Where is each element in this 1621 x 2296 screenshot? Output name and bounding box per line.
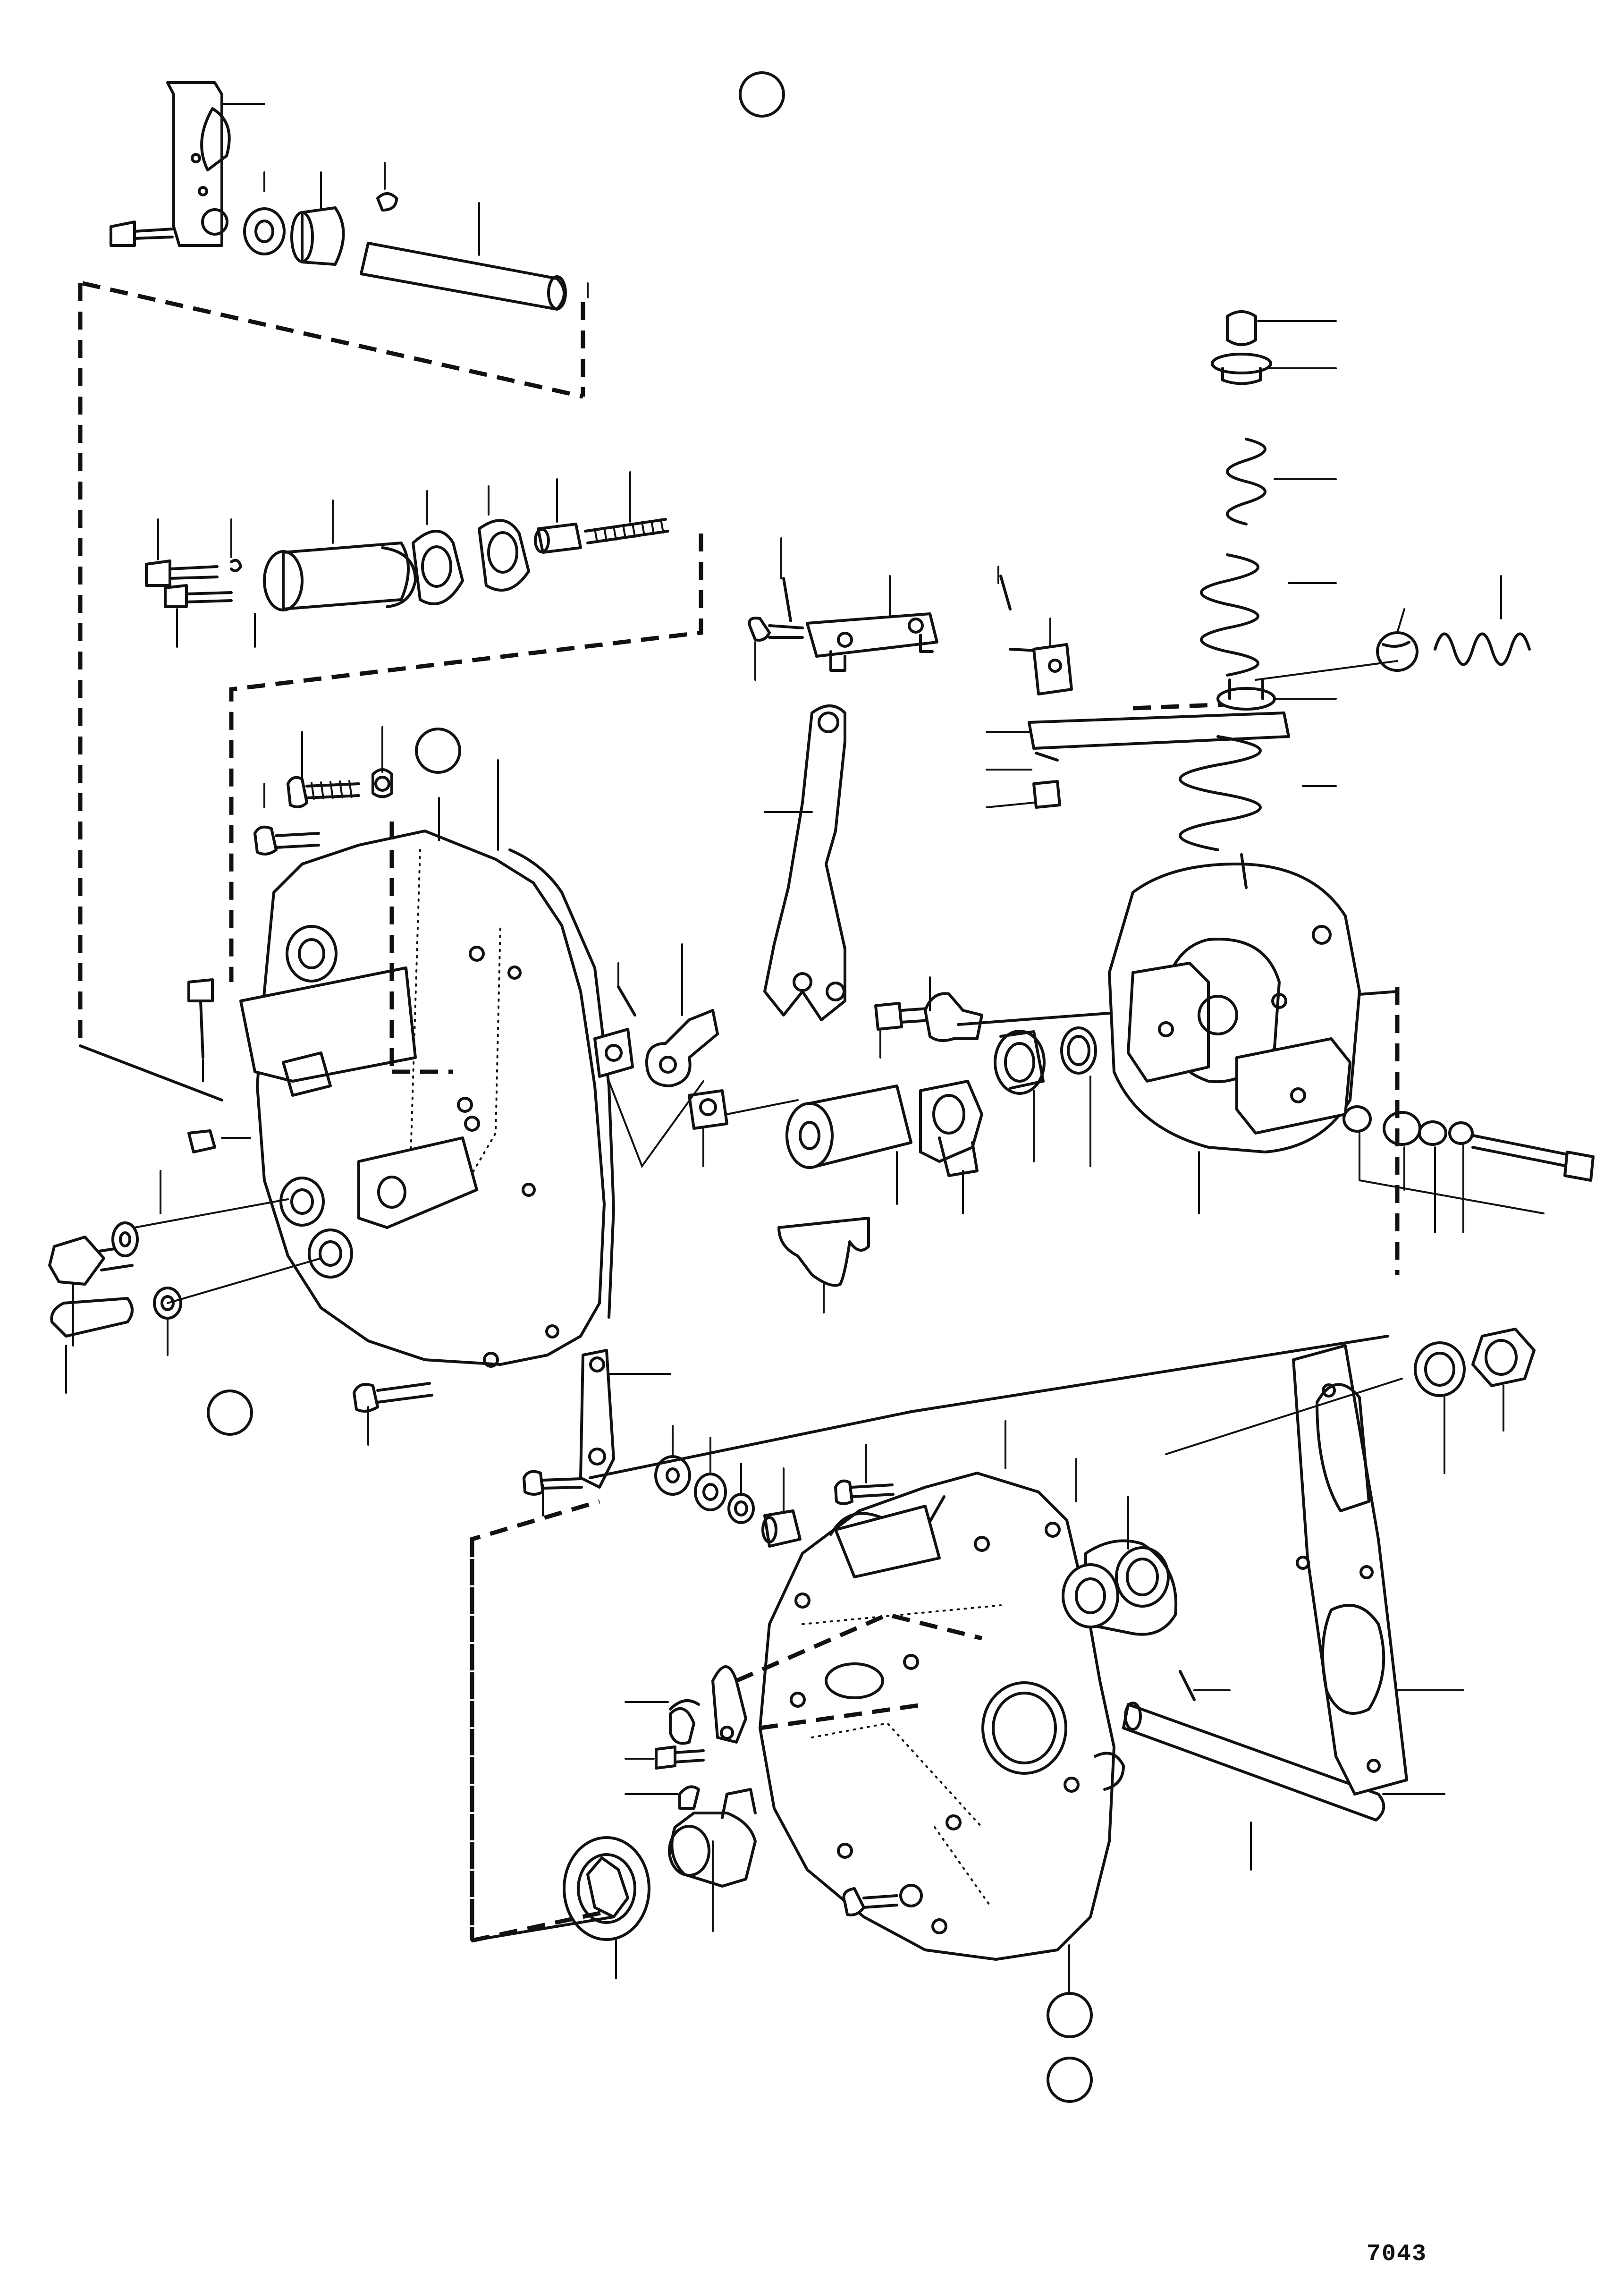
drawing-number: 7043 xyxy=(1367,2241,1427,2268)
lower-governor-housing xyxy=(523,1328,1536,1961)
upper-governor-housing xyxy=(48,768,615,1413)
leader-line-connector xyxy=(910,1335,1389,1413)
control-lever-assembly xyxy=(110,81,567,311)
reference-circle-top-center xyxy=(739,71,785,118)
leader-line-housing-1 xyxy=(79,1044,223,1101)
dashed-group-outline-1 xyxy=(78,281,585,1046)
reference-circle-upper-housing xyxy=(415,728,461,774)
leader-lines-lower-housing xyxy=(542,1373,1504,1993)
fork-lever-assembly xyxy=(593,575,1290,1287)
leader-lines-flyweight xyxy=(1198,320,1545,1233)
leader-line-lower xyxy=(471,1915,615,1942)
leader-lines-cylinder xyxy=(157,471,631,648)
dashed-group-outline-3 xyxy=(389,822,453,1074)
cylinder-gasket-assembly xyxy=(145,518,669,611)
reference-circle-left-bottom xyxy=(207,1389,253,1436)
leader-lines-lever xyxy=(221,103,589,298)
leader-lines-fork xyxy=(608,537,1051,1313)
governor-shaft-row xyxy=(785,992,1097,1177)
reference-circle-bottom-right-2 xyxy=(1047,2057,1093,2103)
flyweight-assembly xyxy=(1108,310,1595,1182)
leader-line-link xyxy=(589,1410,912,1479)
dashed-group-outline-5 xyxy=(470,1499,983,1943)
reference-circle-bottom-right-1 xyxy=(1047,1992,1093,2038)
dashed-group-outline-2 xyxy=(229,534,703,982)
leader-lines-upper-housing xyxy=(65,726,499,1446)
